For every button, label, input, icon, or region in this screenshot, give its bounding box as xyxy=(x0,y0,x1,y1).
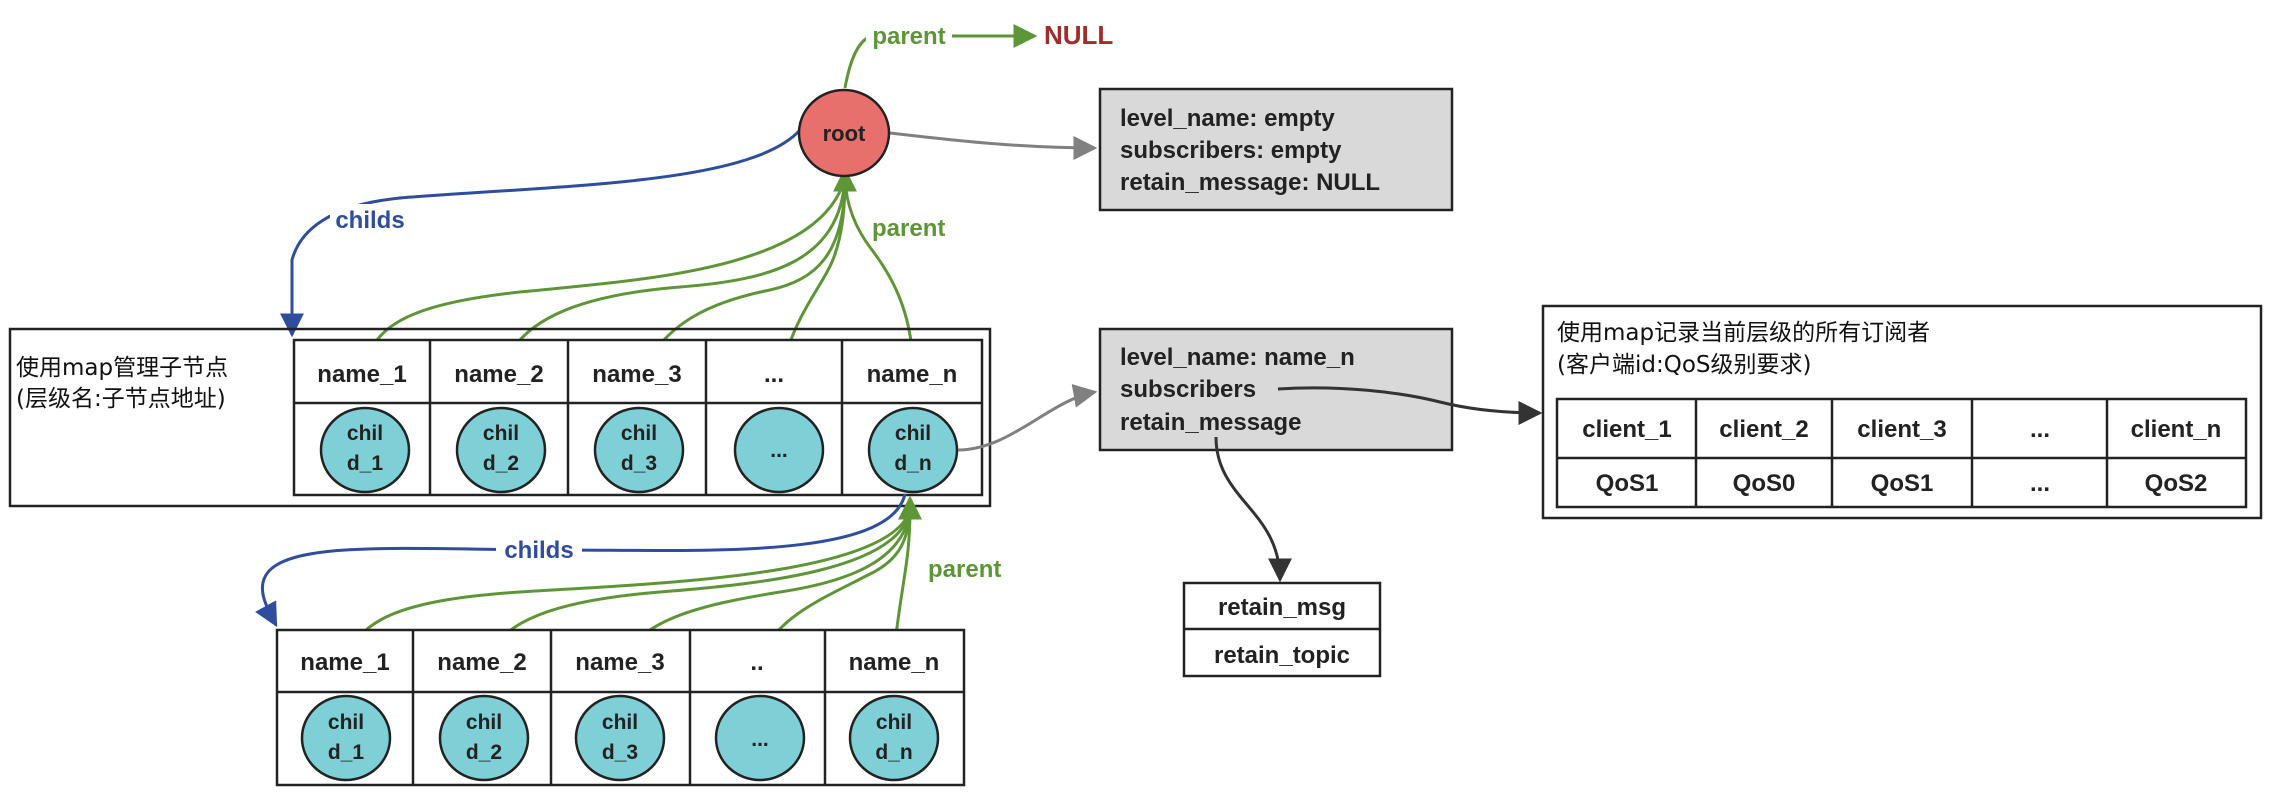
children-map-caption-line1: 使用map管理子节点 xyxy=(16,355,228,381)
root-info-subscribers: subscribers: empty xyxy=(1120,137,1342,164)
subscriber-client-n: client_n xyxy=(2131,416,2222,443)
node-info-level-name: level_name: name_n xyxy=(1120,344,1355,371)
children-map-key-2: name_2 xyxy=(454,361,543,388)
lower-child-node-3-label-b: d_3 xyxy=(602,741,638,764)
lower-child-node-3 xyxy=(574,694,666,782)
retain-msg-label: retain_msg xyxy=(1218,594,1346,621)
child-node-n xyxy=(867,406,959,494)
children-map-caption-line2: (层级名:子节点地址) xyxy=(16,386,226,412)
node-info-retain-message: retain_message xyxy=(1120,409,1301,436)
child-node-3 xyxy=(593,406,685,494)
lower-child-node-2 xyxy=(438,694,530,782)
children-map-key-3: name_3 xyxy=(592,361,681,388)
lower-child-node-2-label-a: chil xyxy=(466,711,502,734)
lower-map-key-2: name_2 xyxy=(437,649,526,676)
subscriber-qos-3: QoS1 xyxy=(1871,470,1934,497)
child-node-1 xyxy=(319,406,411,494)
subscriber-client-2: client_2 xyxy=(1719,416,1808,443)
children-map-nodes: chil d_1 chil d_2 chil d_3 ... chil d_n xyxy=(319,406,959,494)
lower-child-node-1 xyxy=(300,694,392,782)
root-node xyxy=(797,88,891,178)
child-node-4-label: ... xyxy=(770,439,788,462)
child-node-3-label-a: chil xyxy=(621,422,657,445)
retain-box: retain_msg retain_topic xyxy=(1182,581,1382,678)
root-info-retain-message: retain_message: NULL xyxy=(1120,169,1380,196)
subscriber-qos-1: QoS1 xyxy=(1596,470,1659,497)
lower-child-node-1-label-b: d_1 xyxy=(328,741,365,764)
retain-message-to-box-link xyxy=(1214,436,1292,583)
lower-parent-label: parent xyxy=(928,556,1001,583)
subscriber-qos-n: QoS2 xyxy=(2145,470,2208,497)
lower-child-node-1-label-a: chil xyxy=(328,711,364,734)
lower-child-node-n xyxy=(848,694,940,782)
child-node-2-label-b: d_2 xyxy=(483,452,519,475)
root-childs-arrow xyxy=(280,128,802,338)
lower-childs-arrow xyxy=(255,493,907,628)
subscribers-map-caption-line1: 使用map记录当前层级的所有订阅者 xyxy=(1557,320,1930,346)
node-info-subscribers: subscribers xyxy=(1120,376,1256,403)
child-node-2 xyxy=(455,406,547,494)
node-info-box: level_name: name_n subscribers retain_me… xyxy=(1098,327,1454,452)
retain-topic-label: retain_topic xyxy=(1214,642,1350,669)
root-parent-label: parent xyxy=(872,23,945,50)
children-parent-label: parent xyxy=(872,215,945,242)
root-childs-label: childs xyxy=(335,207,404,234)
children-map-key-1: name_1 xyxy=(317,361,406,388)
subscriber-client-3: client_3 xyxy=(1857,416,1946,443)
lower-child-node-3-label-a: chil xyxy=(602,711,638,734)
child-node-2-label-a: chil xyxy=(483,422,519,445)
subscribers-map-caption-line2: (客户端id:QoS级别要求) xyxy=(1557,352,1811,378)
lower-map-key-4: .. xyxy=(750,649,763,676)
child-node-1-label-b: d_1 xyxy=(347,452,384,475)
lower-child-node-n-label-b: d_n xyxy=(875,741,912,764)
subscriber-client-1: client_1 xyxy=(1582,416,1671,443)
subscriber-qos-4: ... xyxy=(2030,470,2050,497)
root-to-info-link xyxy=(889,131,1098,160)
child-node-1-label-a: chil xyxy=(347,422,383,445)
child-node-n-label-b: d_n xyxy=(894,452,931,475)
root-info-box: level_name: empty subscribers: empty ret… xyxy=(1098,87,1454,212)
subscribers-map-table: client_1 client_2 client_3 ... client_n … xyxy=(1555,397,2248,509)
subscribers-map-container xyxy=(1541,304,2263,520)
lower-map-nodes: chil d_1 chil d_2 chil d_3 ... chil d_n xyxy=(300,694,940,782)
child-node-4 xyxy=(733,406,825,494)
children-map-key-n: name_n xyxy=(867,361,958,388)
root-info-level-name: level_name: empty xyxy=(1120,105,1335,132)
subscribers-to-map-link xyxy=(1277,386,1543,425)
child-parent-arrows xyxy=(363,177,915,382)
lower-child-node-n-label-a: chil xyxy=(876,711,912,734)
lower-child-node-4-label: ... xyxy=(751,728,769,751)
lower-map-key-3: name_3 xyxy=(575,649,664,676)
lower-map-key-1: name_1 xyxy=(300,649,389,676)
lower-child-node-4 xyxy=(714,694,806,782)
lower-childs-label: childs xyxy=(504,537,573,564)
null-label: NULL xyxy=(1044,20,1113,50)
child-node-n-label-a: chil xyxy=(895,422,931,445)
children-map-key-4: ... xyxy=(764,361,784,388)
subscriber-qos-2: QoS0 xyxy=(1733,470,1796,497)
subscriber-client-4: ... xyxy=(2030,416,2050,443)
children-map-container xyxy=(8,327,992,508)
lower-map-key-n: name_n xyxy=(849,649,940,676)
child-n-to-info-link xyxy=(957,383,1098,452)
root-label: root xyxy=(823,121,866,146)
lower-child-node-2-label-b: d_2 xyxy=(466,741,502,764)
child-node-3-label-b: d_3 xyxy=(621,452,657,475)
